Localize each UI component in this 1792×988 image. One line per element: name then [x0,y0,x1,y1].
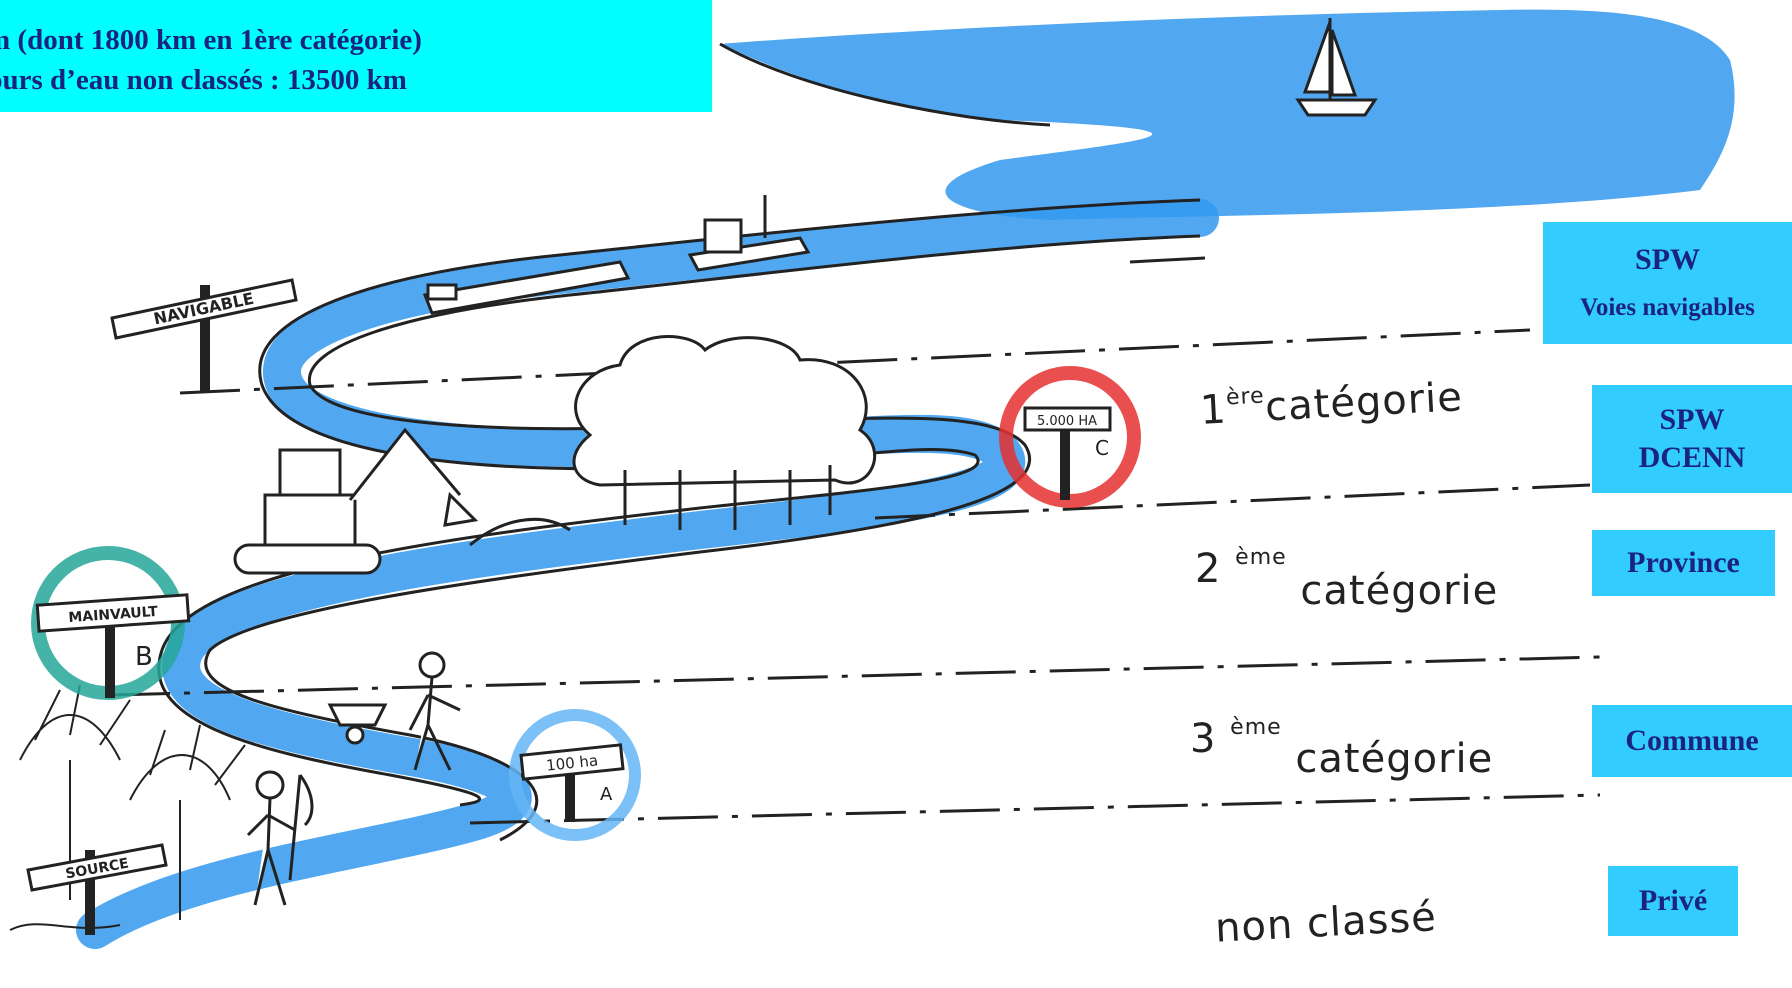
sign-c-area-text: 5.000 HA [1037,414,1097,429]
worker-scythe-drawing [246,770,314,906]
sea-shore-line [719,42,1051,127]
sign-source: SOURCE [26,843,168,935]
tugboat-drawing [687,195,811,272]
category-2-number: 2 [1195,546,1222,592]
red-circle-marker [999,366,1141,508]
river-bank-outer [157,198,1201,807]
sign-a: 100 ha A [509,709,641,841]
authority-province: Province [1592,530,1775,596]
worker-digging-drawing [408,651,461,771]
sea-water [720,9,1735,220]
sign-c: 5.000 HA C [999,366,1141,508]
category-2-label: 2 ème catégorie [1195,545,1498,614]
category-2-word: catégorie [1300,568,1499,614]
dirt-pile [469,517,571,547]
barge-drawing [422,260,631,315]
category-1-sup: ère [1225,383,1266,411]
sign-b-text: MAINVAULT [68,604,159,626]
category-boundary-lines [109,328,1601,825]
wheelbarrow-drawing [327,703,388,745]
category-2-sup: ème [1235,545,1287,570]
authority-commune: Commune [1592,705,1792,777]
sign-c-letter: C [1095,436,1109,460]
sign-b-letter: B [135,642,153,672]
category-3-number: 3 [1190,716,1217,762]
excavator-drawing [233,427,479,575]
authority-spw-label: SPW [1634,243,1700,276]
stats-line-2: ours d’eau non classés : 13500 km [0,64,407,96]
stats-line-1: m (dont 1800 km en 1ère catégorie) [0,24,422,56]
sign-b: MAINVAULT B [31,546,191,700]
category-3-sup: ème [1230,715,1282,740]
category-3-label: 3 ème catégorie [1190,715,1493,782]
authority-spw-sub: Voies navigables [1580,294,1755,321]
blue-circle-marker [509,709,641,841]
authority-dcenn-sub: DCENN [1638,441,1746,474]
forest-drawing [572,335,877,530]
stats-info-box: m (dont 1800 km en 1ère catégorie) ours … [0,0,712,112]
sign-a-area-text: 100 ha [545,751,599,774]
authority-dcenn-label: SPW [1659,403,1725,436]
authority-spw-dcenn: SPW DCENN [1592,385,1792,493]
navigable-boundary-line [1129,256,1206,264]
category-1-number: 1 [1199,386,1228,434]
category-3-word: catégorie [1295,736,1494,782]
sign-a-letter: A [600,784,613,805]
sailboat-drawing [1295,18,1378,117]
authority-prive: Privé [1608,866,1738,936]
authority-spw-voies: SPW Voies navigables [1543,222,1792,344]
